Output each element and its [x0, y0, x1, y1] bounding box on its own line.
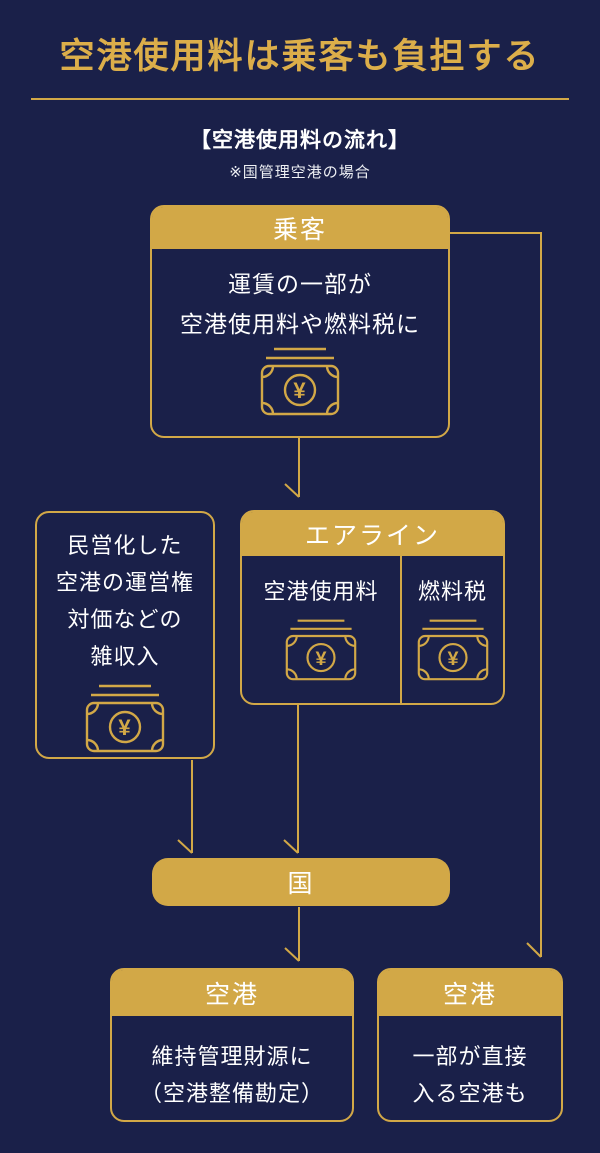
banknote-yen-icon: ¥ [285, 619, 357, 681]
yen-symbol: ¥ [315, 648, 326, 670]
banknote-outline [85, 701, 165, 753]
banknote-yen-icon: ¥ [85, 684, 165, 753]
yen-symbol: ¥ [447, 648, 458, 670]
airline-columns: 空港使用料 ¥ 燃料税 [242, 556, 503, 703]
airline-box-header: エアライン [242, 512, 503, 556]
yen-symbol: ¥ [293, 378, 306, 403]
airline-box: エアライン 空港使用料 ¥ 燃料税 [240, 510, 505, 705]
airport-direct-line1: 一部が直接 [412, 1044, 528, 1069]
banknote-circle [108, 710, 142, 744]
airline-column-fuel-tax: 燃料税 ¥ [402, 556, 503, 703]
banknote-corner-arcs [418, 635, 487, 680]
airport-maintenance-box-body: 維持管理財源に （空港整備勘定） [112, 1016, 352, 1112]
yen-symbol: ¥ [118, 715, 131, 740]
state-bar: 国 [152, 858, 450, 906]
misc-income-box: 民営化した 空港の運営権 対価などの 雑収入 ¥ [35, 511, 215, 759]
passenger-label: 乗客 [272, 216, 327, 244]
banknote-outline [285, 634, 357, 681]
banknote-corner-arcs [86, 702, 164, 752]
banknote-yen-icon: ¥ [417, 619, 488, 681]
airport-direct-line2: 入る空港も [412, 1081, 528, 1106]
banknote-outline [417, 634, 488, 681]
banknote-circle [306, 643, 336, 673]
passenger-box: 乗客 運賃の一部が 空港使用料や燃料税に ¥ [150, 205, 450, 438]
misc-text-line4: 雑収入 [90, 644, 160, 669]
misc-text-line1: 民営化した [67, 533, 183, 558]
arrow-passenger-to-airline [284, 438, 300, 498]
state-label: 国 [287, 870, 315, 898]
arrow-misc-to-state [177, 760, 193, 854]
banknote-circle [283, 373, 317, 407]
arrowhead-airport-direct [526, 942, 542, 958]
misc-income-box-body: 民営化した 空港の運営権 対価などの 雑収入 ¥ [37, 513, 213, 764]
banknote-corner-arcs [261, 365, 339, 415]
misc-text-line3: 対価などの [67, 607, 183, 632]
misc-text-line2: 空港の運営権 [55, 570, 194, 595]
passenger-box-body: 運賃の一部が 空港使用料や燃料税に ¥ [152, 249, 448, 428]
title-divider [31, 98, 569, 100]
passenger-text-line2: 空港使用料や燃料税に [180, 311, 420, 337]
passenger-text-line1: 運賃の一部が [228, 271, 372, 297]
airport-direct-box-body: 一部が直接 入る空港も [379, 1016, 561, 1112]
airline-column-airport-fee: 空港使用料 ¥ [242, 556, 402, 703]
money-stack: ¥ [402, 618, 503, 686]
banknote-circle [437, 643, 468, 673]
airport-maintenance-label: 空港 [204, 981, 259, 1009]
passenger-box-header: 乗客 [152, 207, 448, 249]
diagram-subtitle: 【空港使用料の流れ】 [190, 129, 410, 152]
arrow-state-to-airport [284, 907, 300, 962]
banknote-corner-arcs [286, 635, 356, 680]
airport-fee-label: 空港使用料 [263, 579, 379, 604]
airport-maintenance-box: 空港 維持管理財源に （空港整備勘定） [110, 968, 354, 1122]
money-stack: ¥ [37, 683, 213, 764]
connector-passenger-to-airport-direct [450, 232, 542, 957]
money-stack: ¥ [152, 346, 448, 428]
airport-direct-box: 空港 一部が直接 入る空港も [377, 968, 563, 1122]
airport-maintenance-line1: 維持管理財源に [151, 1044, 313, 1069]
banknote-yen-icon: ¥ [260, 347, 340, 416]
diagram-note: ※国管理空港の場合 [229, 164, 371, 181]
fuel-tax-label: 燃料税 [417, 579, 487, 604]
airport-direct-box-header: 空港 [379, 970, 561, 1016]
arrow-airline-to-state [283, 705, 299, 854]
money-stack: ¥ [242, 618, 400, 686]
airline-label: エアライン [304, 522, 440, 550]
airport-direct-label: 空港 [442, 981, 497, 1009]
banknote-outline [260, 364, 340, 416]
airport-maintenance-box-header: 空港 [112, 970, 352, 1016]
airport-maintenance-line2: （空港整備勘定） [139, 1081, 324, 1106]
page-title: 空港使用料は乗客も負担する [59, 36, 541, 77]
